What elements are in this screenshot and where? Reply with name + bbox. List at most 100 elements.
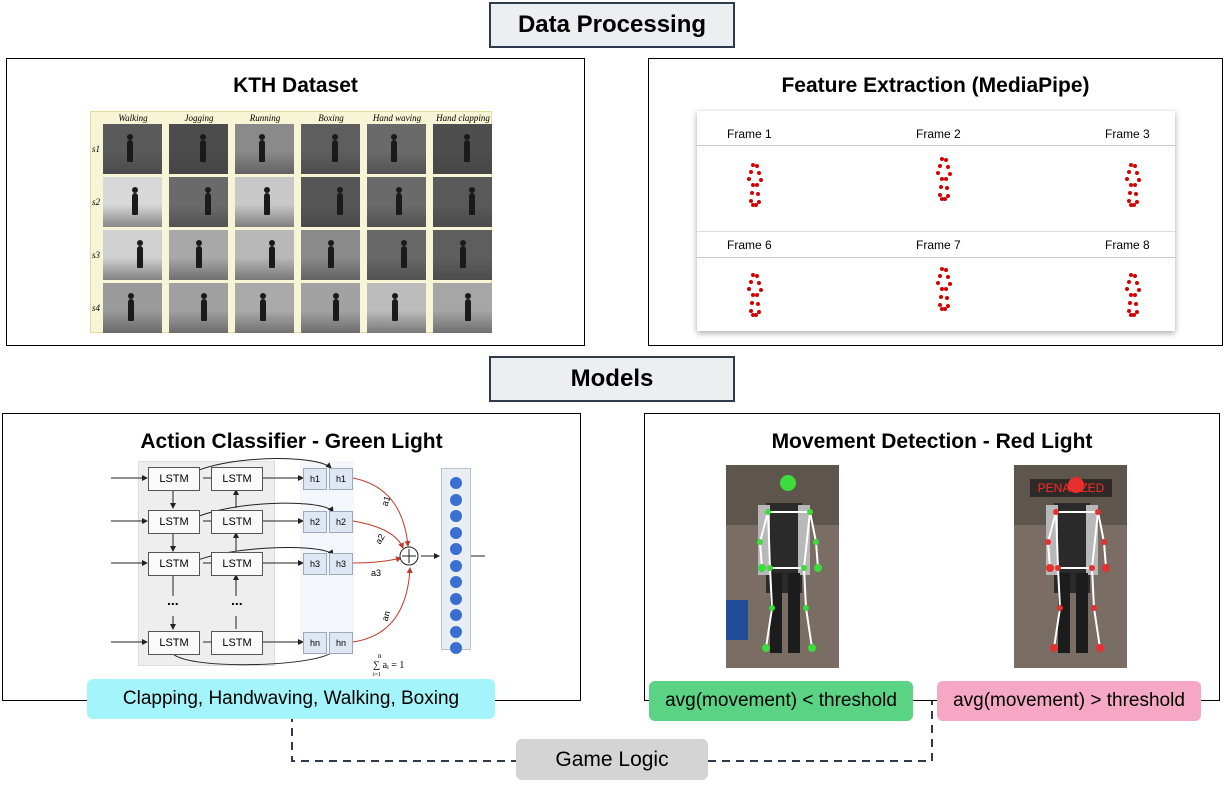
kth-video-frame [433, 124, 492, 174]
lstm-flow-lines [170, 458, 485, 666]
pose-landmarks [1119, 271, 1143, 319]
person-figure [464, 134, 470, 162]
hidden-state: h3 [303, 553, 327, 575]
lstm-cell: LSTM [211, 510, 263, 534]
person-figure [127, 134, 133, 162]
person-figure [260, 293, 266, 321]
movement-detection-panel: Movement Detection - Red Light [644, 413, 1220, 701]
person-figure [201, 293, 207, 321]
person-figure [392, 293, 398, 321]
action-classes-pill: Clapping, Handwaving, Walking, Boxing [87, 679, 495, 719]
kth-video-frame [169, 283, 228, 333]
kth-video-frame [367, 124, 426, 174]
lstm-ellipsis-left: ... [167, 592, 179, 608]
lstm-cell: LSTM [148, 467, 200, 491]
kth-video-frame [103, 283, 162, 333]
kth-video-frame [301, 230, 360, 280]
hidden-state: h2 [329, 511, 353, 533]
person-figure [264, 187, 270, 215]
feature-extraction-panel: Feature Extraction (MediaPipe) Frame 1 Fr… [648, 58, 1223, 346]
output-node [450, 543, 462, 555]
frames-row-divider [697, 145, 1175, 146]
kth-row-header: s1 [92, 144, 101, 154]
kth-video-frame [301, 177, 360, 227]
sum-formula: ∑ aᵢ = 1 [373, 660, 405, 671]
sum-index-label: i=1 [373, 672, 382, 678]
pose-landmarks [930, 265, 954, 313]
kth-video-frame [433, 177, 492, 227]
output-node [450, 493, 462, 506]
kth-video-frame [367, 283, 426, 333]
pose-landmarks [930, 155, 954, 203]
action-classifier-panel: Action Classifier - Green Light [2, 413, 581, 701]
person-figure [332, 134, 338, 162]
person-figure [337, 187, 343, 215]
lstm-cell: LSTM [148, 552, 200, 576]
kth-video-frame [235, 124, 294, 174]
lstm-cell: LSTM [211, 467, 263, 491]
person-figure [259, 134, 265, 162]
kth-video-frame [367, 177, 426, 227]
person-figure [460, 240, 466, 268]
person-figure [205, 187, 211, 215]
lstm-ellipsis-right: ... [231, 592, 243, 608]
person-figure [137, 240, 143, 268]
hidden-state: h1 [303, 468, 327, 490]
kth-video-frame [301, 283, 360, 333]
kth-video-frame [235, 283, 294, 333]
lstm-cell: LSTM [211, 631, 263, 655]
lstm-cell: LSTM [211, 552, 263, 576]
output-node [450, 477, 462, 489]
person-figure [128, 293, 134, 321]
frames-row-divider [697, 231, 1175, 232]
output-node [450, 625, 462, 638]
hidden-state: h2 [303, 511, 327, 533]
kth-video-frame [169, 230, 228, 280]
green-condition-pill: avg(movement) < threshold [649, 681, 913, 721]
output-node [450, 576, 462, 588]
kth-video-frame [367, 230, 426, 280]
output-node [450, 609, 462, 621]
kth-video-frame [433, 230, 492, 280]
person-figure [469, 187, 475, 215]
attention-weight-label: a3 [371, 568, 382, 578]
kth-row-header: s3 [92, 250, 101, 260]
kth-video-frame [169, 177, 228, 227]
kth-column-header: Hand waving [372, 113, 422, 123]
output-node [450, 592, 462, 605]
kth-video-frame [235, 177, 294, 227]
kth-row-header: s2 [92, 197, 101, 207]
data-processing-header: Data Processing [489, 2, 735, 48]
frames-row-divider [697, 257, 1175, 258]
hidden-state: h3 [329, 553, 353, 575]
hidden-state: h1 [329, 468, 353, 490]
kth-video-frame [103, 177, 162, 227]
red-light-photo: PENALIZED [1014, 465, 1127, 668]
pose-landmarks [1119, 161, 1143, 209]
frame-label: Frame 7 [916, 238, 961, 252]
penalized-label: PENALIZED [1037, 481, 1105, 495]
kth-column-header: Hand clapping [436, 113, 490, 123]
frame-label: Frame 1 [727, 127, 772, 141]
kth-video-frame [169, 124, 228, 174]
person-figure [132, 187, 138, 215]
green-pose-skeleton [726, 465, 839, 668]
kth-column-header: Running [249, 113, 281, 123]
kth-video-frame [301, 124, 360, 174]
kth-column-header: Walking [118, 113, 148, 123]
output-node [450, 526, 462, 539]
feature-extraction-title: Feature Extraction (MediaPipe) [781, 74, 1090, 97]
person-figure [401, 240, 407, 268]
frame-label: Frame 3 [1105, 127, 1150, 141]
kth-row-header: s4 [92, 303, 101, 313]
frame-label: Frame 2 [916, 127, 961, 141]
movement-detection-title: Movement Detection - Red Light [771, 430, 1093, 453]
person-figure [396, 187, 402, 215]
input-arrows [111, 475, 148, 645]
kth-column-header: Jogging [184, 113, 214, 123]
output-node [450, 642, 462, 654]
pose-landmarks [741, 161, 765, 209]
kth-video-frame [103, 124, 162, 174]
